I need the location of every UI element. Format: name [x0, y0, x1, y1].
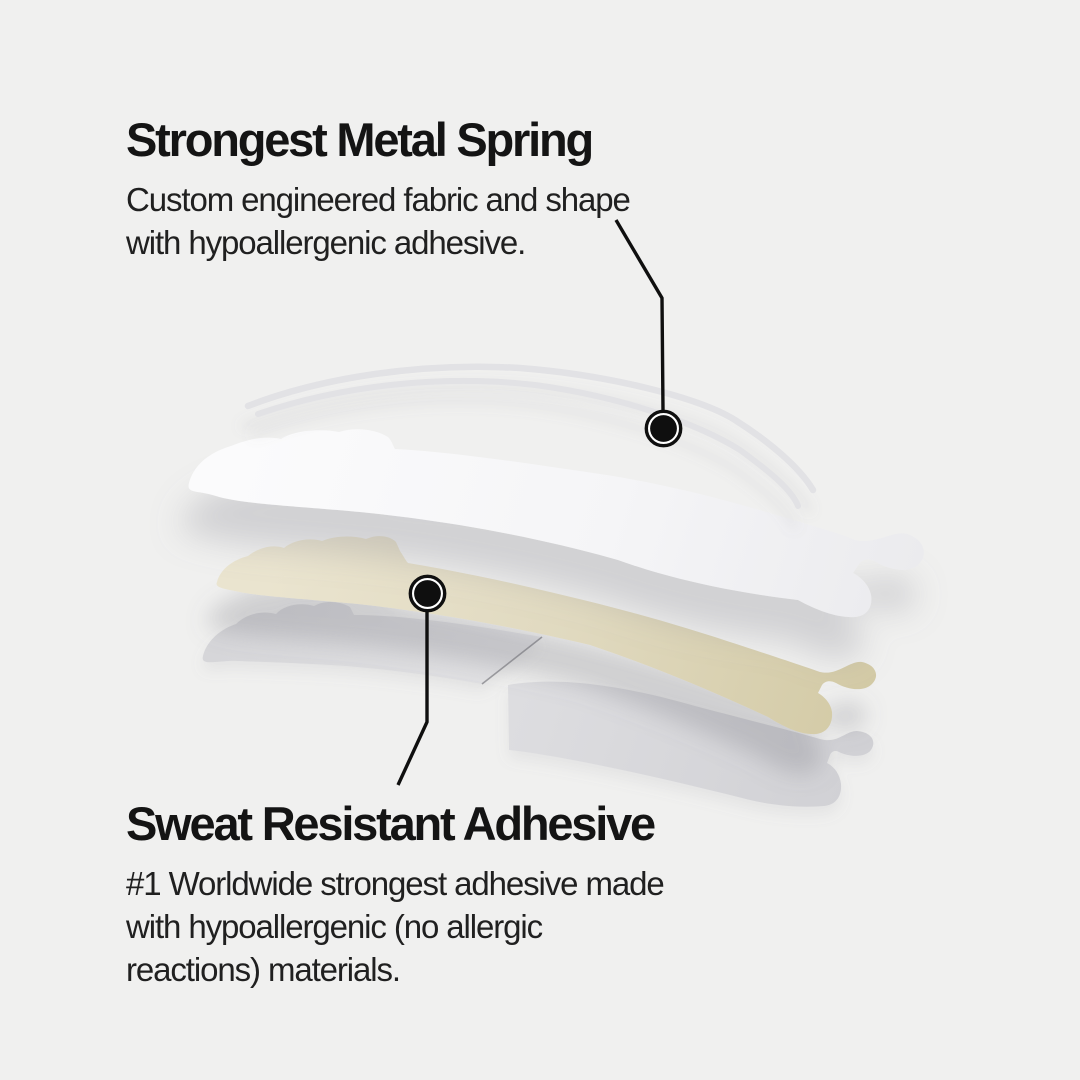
layer-metal-spring-strand-2 — [255, 377, 801, 509]
callout-line-metal-spring — [614, 219, 665, 411]
callout-adhesive: Sweat Resistant Adhesive #1 Worldwide st… — [126, 796, 665, 991]
layer-metal-spring-strand-1 — [244, 363, 817, 494]
callout-line-adhesive — [396, 612, 429, 786]
product-layers — [188, 363, 924, 807]
callout-description: Custom engineered fabric and shape with … — [126, 178, 631, 264]
callout-title: Strongest Metal Spring — [126, 113, 594, 166]
callout-description-line: reactions) materials. — [126, 951, 401, 988]
callout-metal-spring: Strongest Metal Spring Custom engineered… — [126, 112, 631, 264]
callout-marker-icon — [644, 409, 683, 448]
callout-description: #1 Worldwide strongest adhesive made wit… — [126, 862, 665, 991]
callout-description-line: with hypoallergenic (no allergic — [126, 908, 543, 945]
callout-description-line: #1 Worldwide strongest adhesive made — [126, 865, 665, 902]
layer-release-liner-left — [202, 601, 542, 684]
release-liner-cut-edge — [481, 636, 543, 685]
callout-description-line: with hypoallergenic adhesive. — [126, 224, 526, 261]
callout-description-line: Custom engineered fabric and shape — [126, 181, 631, 218]
callout-title: Sweat Resistant Adhesive — [126, 797, 656, 850]
layer-fabric — [188, 429, 924, 618]
layer-adhesive — [216, 536, 877, 735]
callout-annotations — [396, 219, 683, 786]
callout-marker-icon — [408, 574, 447, 613]
layer-release-liner-right — [508, 681, 874, 807]
